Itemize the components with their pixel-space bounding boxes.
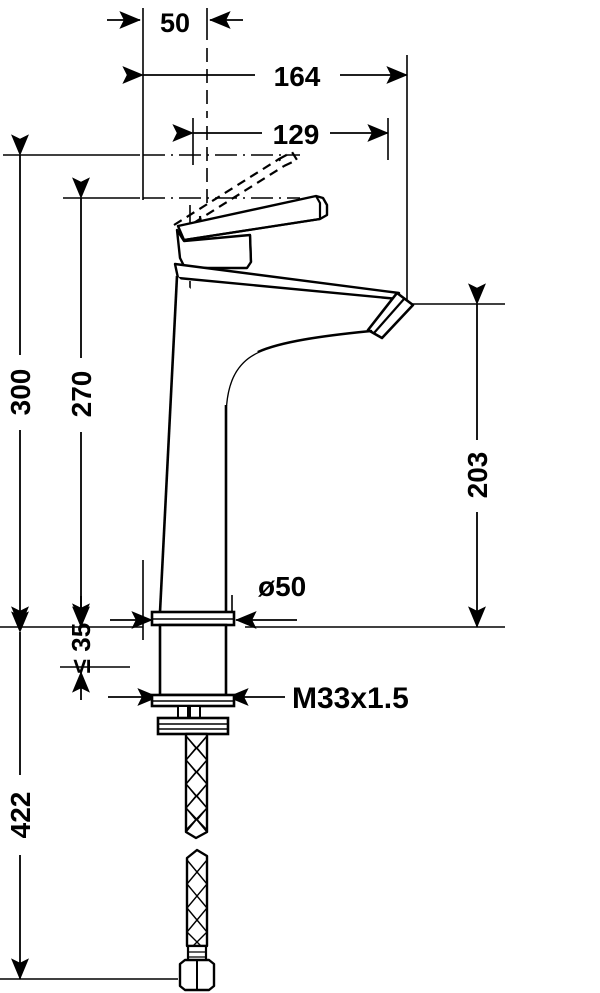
dimension-35-label: ≤ 35 (66, 623, 96, 673)
dimension-50-label: 50 (160, 8, 190, 38)
dimension-164-label: 164 (274, 61, 321, 92)
base-flange-d50 (150, 610, 236, 627)
dimension-129-label: 129 (273, 119, 320, 150)
dimension-270: 270 (66, 177, 97, 628)
mounting-washer (150, 693, 236, 708)
mixer-cartridge-housing (175, 228, 253, 270)
leader-m33-label: M33x1.5 (292, 682, 409, 715)
dimension-270-label: 270 (66, 371, 97, 418)
dimension-129: 129 (172, 119, 389, 150)
dimension-203: 203 (462, 283, 493, 628)
leader-d50-label: ø50 (258, 571, 306, 602)
dash-dot-projection (143, 154, 300, 199)
dimension-422-label: 422 (5, 792, 36, 839)
leader-m33: M33x1.5 (108, 682, 409, 715)
shank-stud (177, 705, 201, 719)
dimension-164: 164 (122, 61, 408, 92)
dimension-422: 422 (5, 611, 36, 980)
angled-spout-outlet (366, 291, 415, 340)
lock-nut (156, 716, 230, 736)
hose-connection-hex-nut (178, 958, 216, 992)
dimension-35: ≤ 35 (66, 596, 96, 700)
leader-d50: ø50 (110, 571, 306, 629)
dimension-300: 300 (5, 134, 36, 628)
threaded-shank-m33x1.5 (158, 623, 228, 697)
lever-handle (176, 194, 329, 242)
dimension-300-label: 300 (5, 369, 36, 416)
tapered-spout-column (158, 275, 258, 613)
braided-flex-hose-lower (185, 848, 209, 948)
dimension-50: 50 (107, 8, 243, 38)
extension-lines (142, 8, 408, 640)
dimension-203-label: 203 (462, 452, 493, 499)
braided-flex-hose-upper (184, 732, 209, 840)
